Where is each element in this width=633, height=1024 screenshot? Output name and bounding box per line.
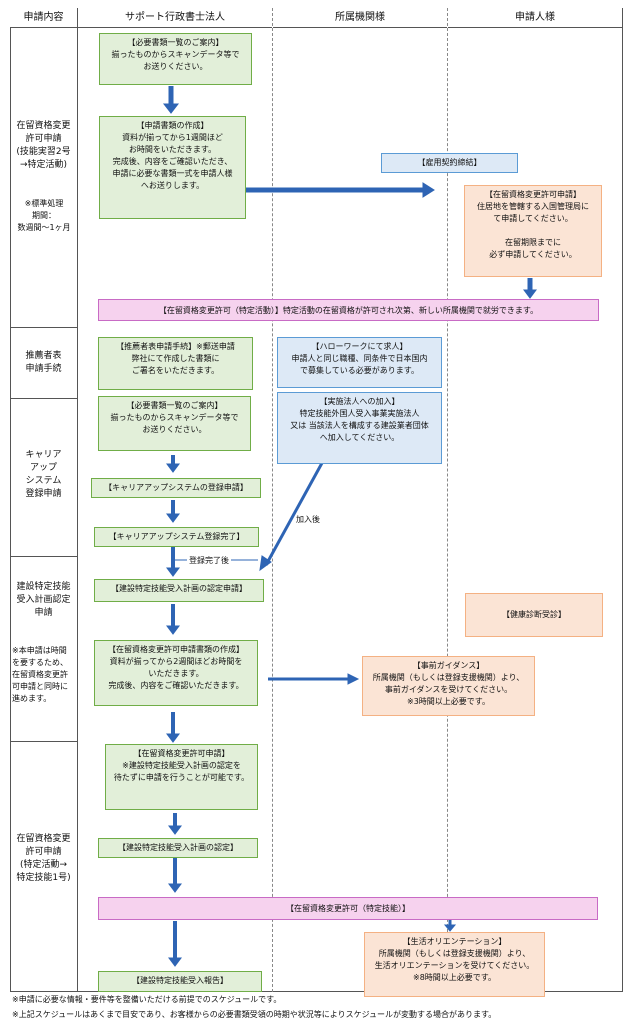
section-label-change-2: 在留資格変更 許可申請 (特定活動→ 特定技能1号) (16, 834, 71, 883)
section-note-plan: ※本申請は時間 を要するため、 在留資格変更許 可申請と同時に 進めます。 (12, 646, 68, 703)
box-career-apply: 【キャリアアップシステムの登録申請】 (91, 478, 261, 498)
box-permit-specified-skill: 【在留資格変更許可（特定技能）】 (98, 897, 598, 920)
section-label-change-1: 在留資格変更 許可申請 (技能実習2号 →特定活動) (16, 121, 71, 170)
column-divider (272, 8, 273, 992)
section-divider (10, 741, 77, 742)
arrow-head (259, 555, 272, 572)
section-label-plan: 建設特定技能 受入計画認定 申請 (16, 582, 71, 618)
column-divider (77, 8, 78, 992)
box-life-orientation: 【生活オリエンテーション】 所属機関（もしくは登録支援機関）より、 生活オリエン… (364, 932, 545, 997)
section-note-processing: ※標準処理 期間： 数週間～1ヶ月 (17, 199, 71, 232)
box-pre-guidance: 【事前ガイダンス】 所属機関（もしくは登録支援機関）より、 事前ガイダンスを受け… (362, 656, 535, 716)
arrow-head (166, 463, 180, 473)
arrow-head (166, 513, 180, 523)
box-career-done: 【キャリアアップシステム登録完了】 (94, 527, 259, 547)
arrow-head (347, 673, 360, 685)
box-plan-apply: 【建設特定技能受入計画の認定申請】 (94, 579, 264, 602)
footnote-1: ※申請に必要な情報・要件等を整備いただける前提でのスケジュールです。 (12, 995, 282, 1004)
box-apply-change-1: 【在留資格変更許可申請】 住居地を管轄する入国管理局に て申請してください。 在… (464, 185, 602, 277)
section-label-recommender: 推薦者表 申請手続 (25, 351, 62, 374)
label-after-join: 加入後 (296, 515, 320, 524)
footnote-2: ※上記スケジュールはあくまで目安であり、お客様からの必要書類受領の時期や状況等に… (12, 1010, 497, 1019)
arrow-head (422, 182, 435, 198)
arrow-head (162, 103, 180, 114)
box-recommender-form: 【推薦者表申請手続】※郵送申請 弊社にて作成した書類に ご署名をいただきます。 (98, 337, 253, 390)
section-label-career: キャリア アップ システム 登録申請 (25, 450, 62, 499)
arrow-head (166, 625, 180, 635)
box-employment-contract: 【雇用契約締結】 (381, 153, 518, 173)
box-hellowork: 【ハローワークにて求人】 申請人と同じ職種、同条件で日本国内 で募集している必要… (277, 337, 442, 388)
label-after-registration: 登録完了後 (187, 555, 231, 566)
section-divider (10, 556, 77, 557)
box-join-association: 【実施法人への加入】 特定技能外国人受入事業実施法人 又は 当該法人を構成する建… (277, 392, 442, 464)
arrow-head (523, 289, 537, 299)
arrow-head (168, 825, 182, 835)
box-create-change-docs: 【在留資格変更許可申請書類の作成】 資料が揃ってから2週間ほどお時間を いただき… (94, 640, 258, 706)
box-permit-specific-activity: 【在留資格変更許可（特定活動）】特定活動の在留資格が許可され次第、新しい所属機関… (98, 299, 599, 321)
arrow-head (168, 957, 182, 967)
section-divider (10, 327, 77, 328)
arrow-head (443, 924, 457, 932)
header-content: 申請内容 (10, 8, 77, 28)
box-plan-approved: 【建設特定技能受入計画の認定】 (98, 838, 258, 858)
header-organization: 所属機関様 (273, 8, 447, 28)
arrow-head (168, 883, 182, 893)
box-docs-guide-1: 【必要書類一覧のご案内】 揃ったものからスキャンデータ等で お送りください。 (99, 33, 252, 85)
header-applicant: 申請人様 (448, 8, 622, 28)
header-support: サポート行政書士法人 (78, 8, 272, 28)
box-plan-report: 【建設特定技能受入報告】 (98, 971, 262, 992)
column-divider (447, 8, 448, 992)
box-create-docs: 【申請書類の作成】 資料が揃ってから1週間ほど お時間をいただきます。 完成後、… (99, 116, 246, 219)
arrow-head (166, 733, 180, 743)
box-health-check: 【健康診断受診】 (465, 593, 603, 637)
section-divider (10, 398, 77, 399)
arrow-diagonal (264, 462, 324, 566)
box-apply-change-2: 【在留資格変更許可申請】 ※建設特定技能受入計画の認定を 待たずに申請を行うこと… (105, 744, 258, 810)
arrow-head (166, 567, 180, 577)
box-docs-guide-2: 【必要書類一覧のご案内】 揃ったものからスキャンデータ等で お送りください。 (98, 396, 251, 451)
